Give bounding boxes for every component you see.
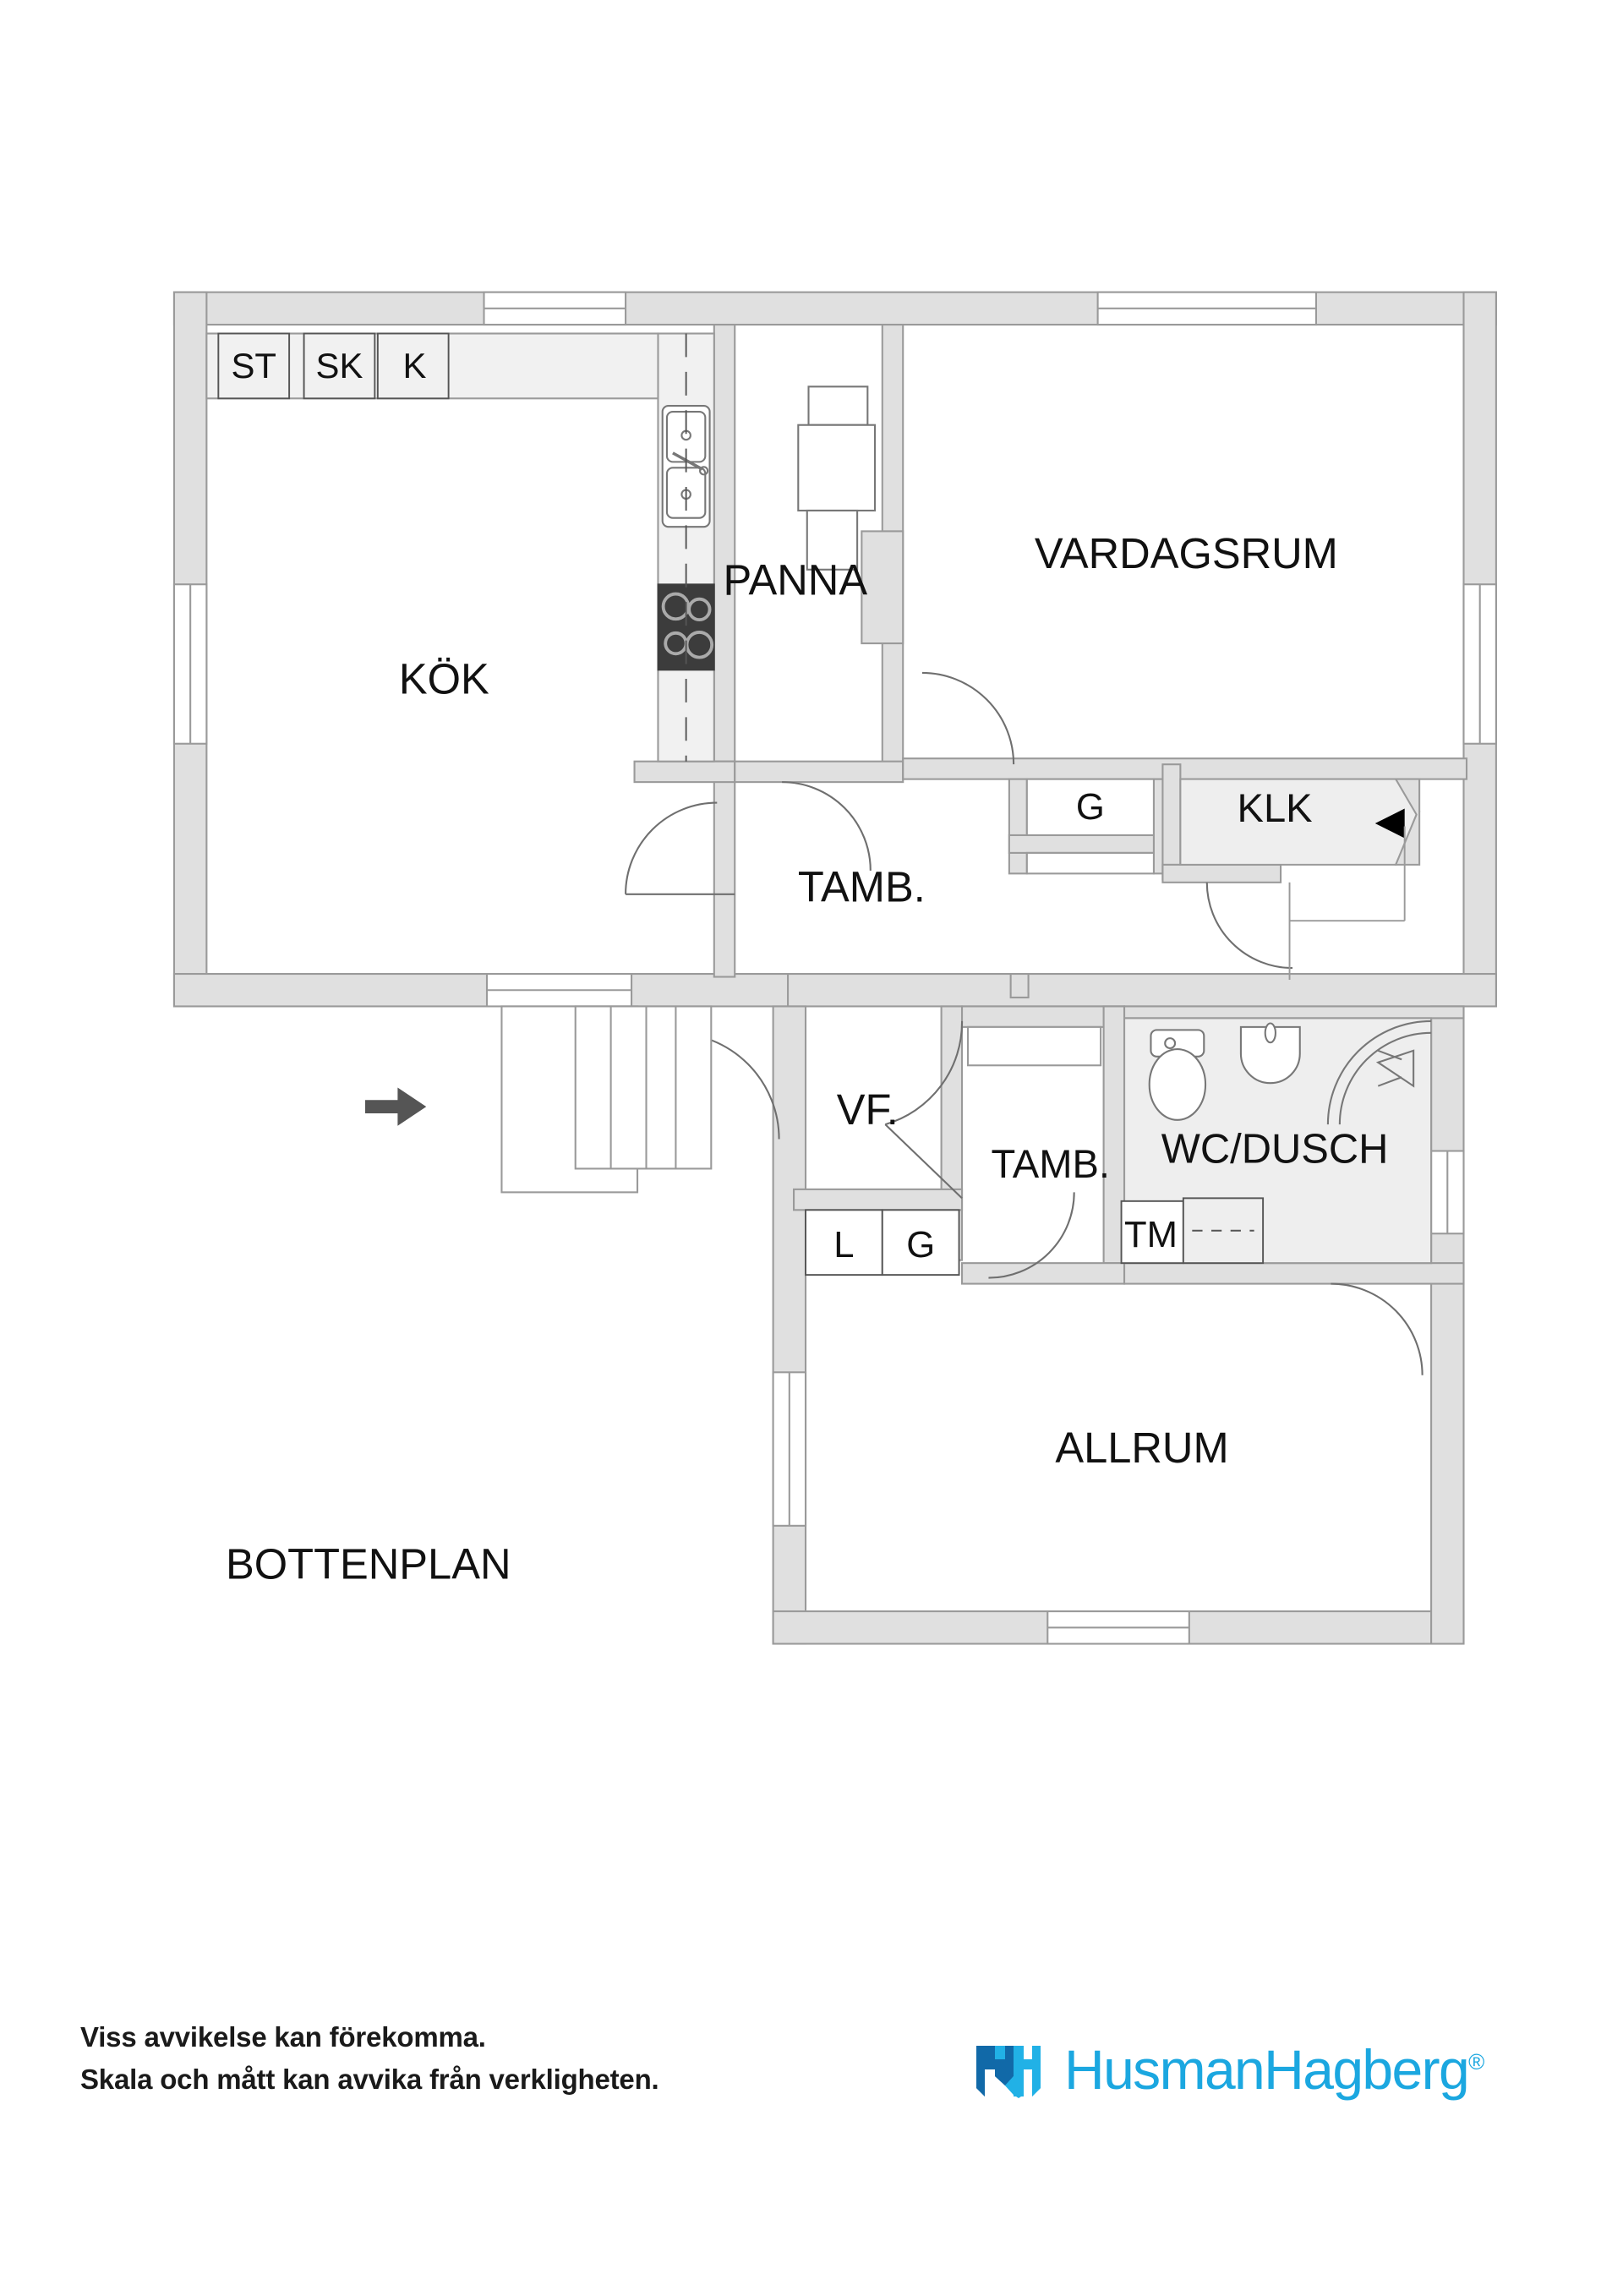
brand-logo: HusmanHagberg® [976,2029,1484,2102]
room-label-tamb-upper: TAMB. [798,863,926,911]
room-label-wcdusch: WC/DUSCH [1161,1126,1389,1172]
wall-bottom-upper-right [787,972,1497,1008]
brand-logo-text: HusmanHagberg® [1064,2029,1484,2102]
boiler-icon [797,385,877,571]
window-allrum-left [772,1371,807,1527]
room-label-tm: TM [1124,1215,1178,1255]
closet-g-upper [1025,778,1155,875]
room-label-klk: KLK [1238,785,1313,830]
room-label-vardagsrum: VARDAGSRUM [1035,529,1338,577]
entrance-steps [500,1005,713,1194]
wall-lower-right [1430,1005,1465,1645]
door-vardagsrum-tamb [921,671,1015,765]
wall-vardagsrum-bottom [902,757,1468,780]
wall-lower-left [772,1005,807,1645]
wall-wc-top [1123,1005,1465,1020]
door-wc-allrum [1331,1282,1424,1375]
room-label-linne: L [833,1225,854,1266]
wall-g-bottom [1008,834,1164,854]
toilet-icon [1148,1029,1207,1121]
wall-vf-bottom [793,1188,964,1211]
disclaimer-line-2: Skala och mått kan avvika från verklighe… [80,2064,659,2095]
wall-kok-panna [713,323,736,763]
wall-tamb2-top [960,1005,1126,1028]
window-livingroom-top [1096,291,1317,326]
room-label-tamb-lower: TAMB. [992,1141,1110,1186]
window-allrum-bottom [1046,1610,1190,1645]
kitchen-unit-st-box [217,332,291,400]
husmanhagberg-mark-icon [976,2046,1041,2098]
klk-angled-wall [1394,778,1421,866]
wall-wc-bottom [1123,1262,1465,1285]
room-label-garderob-lower: G [906,1225,935,1266]
stair-lines [1288,826,1406,981]
wall-hall-pillar [1009,972,1030,999]
washbasin-icon [1239,1022,1301,1085]
triangle-left-icon [1374,808,1405,839]
door-swing-group [625,671,1424,1375]
window-wc-right [1430,1150,1465,1235]
kitchen-unit-sk-box [303,332,376,400]
wall-klk-bottom [1161,863,1282,883]
kitchen-unit-st-label: ST [231,346,276,385]
wall-tamb2-bottom [960,1262,1126,1285]
room-label-kok: KÖK [399,654,489,702]
room-label-group: KÖK PANNA VARDAGSRUM TAMB. KLK G VF. TAM… [399,529,1388,1472]
door-kok-tamb [625,801,718,894]
window-livingroom-right [1462,583,1497,745]
wall-panna-jog [861,530,904,645]
disclaimer-text: Viss avvikelse kan förekomma. Skala och … [80,2016,659,2101]
window-kitchen-left [172,583,208,745]
room-label-panna: PANNA [723,555,867,604]
wall-klk-left [1161,763,1182,881]
kitchen-unit-group: ST SK K [217,332,450,400]
wall-panna-bottom [734,760,904,784]
wall-kok-stub [633,760,736,784]
page-title: BOTTENPLAN [226,1540,511,1588]
tamb2-shelf [966,1025,1102,1067]
wall-kok-tamb [713,760,736,978]
door-tamb2-allrum [988,1192,1075,1279]
room-label-vf: VF. [837,1085,899,1134]
registered-mark: ® [1468,2049,1485,2075]
window-kitchen-top [483,291,627,326]
kitchen-unit-k-label: K [403,346,427,385]
window-kitchen-bottom [485,972,633,1008]
disclaimer-line-1: Viss avvikelse kan förekomma. [80,2021,486,2053]
door-klk [1205,882,1293,970]
kitchen-unit-sk-label: SK [316,346,363,385]
door-panna-tamb [782,781,872,871]
interior-wall-group [633,323,1468,1285]
washing-machine-tm [1120,1197,1265,1265]
wall-g-left [1008,778,1028,875]
shower-icon [1326,1020,1432,1125]
closet-l-g [805,1209,960,1276]
kitchen-unit-k-box [376,332,450,400]
wall-group-lower [772,1005,1465,1645]
room-label-garderob-upper: G [1076,787,1105,828]
door-vf [884,1020,964,1126]
brand-name: HusmanHagberg [1064,2038,1470,2101]
arrow-right-icon [365,1087,427,1126]
room-label-allrum: ALLRUM [1055,1424,1228,1472]
